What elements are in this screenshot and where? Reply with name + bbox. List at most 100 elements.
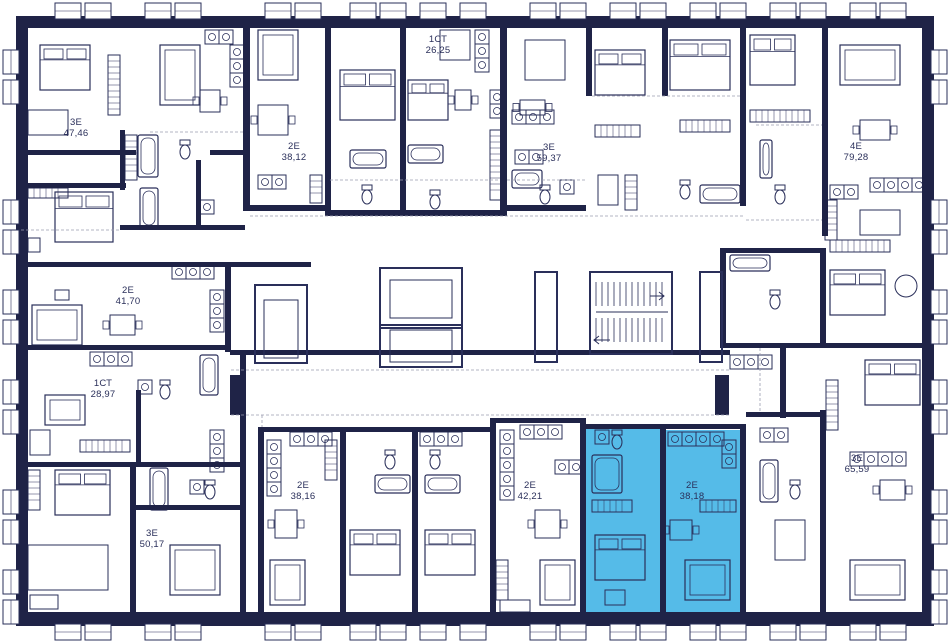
interior-wall — [822, 16, 828, 236]
wardrobe — [679, 119, 731, 133]
chair — [220, 96, 228, 106]
stove-icon — [271, 174, 287, 190]
stove-burner — [503, 447, 511, 455]
walls-layer — [16, 16, 934, 626]
apt-8-area: 50,17 — [139, 539, 165, 550]
stove-burner — [270, 485, 278, 493]
toilet-bowl — [789, 484, 801, 500]
stove-burner — [523, 428, 531, 436]
stove-burner — [141, 383, 149, 391]
tv-stand — [54, 289, 70, 301]
stove-burner — [529, 113, 537, 121]
stove-burner — [437, 435, 445, 443]
apt-12-label[interactable]: 3Е 65,59 — [845, 453, 870, 475]
apt-7-area: 28,97 — [90, 389, 116, 400]
bed-pillow — [833, 273, 856, 285]
bathtub-icon — [511, 169, 543, 189]
apt-4-label[interactable]: 3Е 59,37 — [537, 142, 562, 164]
apt-10-type: 2Е — [523, 480, 537, 491]
stove-burner — [193, 483, 201, 491]
sofa-icon — [839, 44, 901, 86]
toilet-icon — [159, 379, 171, 386]
apt-7-label[interactable]: 1СТ 28,97 — [91, 378, 116, 400]
stove-burner — [222, 33, 230, 41]
stove-icon — [897, 177, 913, 193]
bed-pillow — [753, 38, 771, 51]
chair — [905, 485, 913, 495]
armchair — [29, 594, 59, 610]
chair — [471, 95, 479, 105]
apt-10-label[interactable]: 2Е 42,21 — [518, 480, 543, 502]
interior-wall — [16, 183, 126, 188]
apt-7-type: 1СТ — [93, 378, 113, 389]
stove-burner — [233, 62, 241, 70]
bathtub-icon — [759, 459, 779, 503]
table — [199, 89, 221, 113]
shelf — [499, 599, 531, 613]
interior-wall — [580, 418, 586, 618]
bed-pillow — [428, 533, 449, 545]
armchair — [29, 429, 51, 456]
stove-burner — [515, 113, 523, 121]
chair — [852, 125, 860, 135]
stove-icon — [869, 177, 885, 193]
stove-icon — [199, 199, 215, 215]
apt-1-label[interactable]: 3Е 47,46 — [64, 117, 89, 139]
interior-wall — [400, 16, 406, 216]
interior-wall — [16, 262, 226, 267]
apt-9-label[interactable]: 2Е 38,16 — [291, 480, 316, 502]
stove-icon — [204, 29, 220, 45]
bed-pillow — [673, 43, 699, 56]
chair — [102, 320, 110, 330]
stove-icon — [303, 431, 319, 447]
stove-icon — [266, 481, 282, 497]
toilet-bowl — [384, 454, 396, 470]
interior-wall — [120, 130, 125, 190]
interior-wall — [746, 412, 822, 417]
interior-wall — [136, 505, 246, 510]
bed-pillow — [43, 48, 64, 60]
apt-5-label[interactable]: 4Е 79,28 — [844, 141, 869, 163]
stove-burner — [275, 178, 283, 186]
bed-pillow — [353, 533, 374, 545]
stove-icon — [433, 431, 449, 447]
toilet-bowl — [611, 434, 623, 450]
bed-icon — [407, 79, 449, 121]
apt-2-label[interactable]: 2Е 38,12 — [282, 141, 307, 163]
apt-3-area: 26,25 — [425, 45, 451, 56]
bed-pillow — [85, 195, 110, 208]
stove-icon — [229, 44, 245, 60]
stove-icon — [171, 264, 187, 280]
stove-icon — [829, 184, 845, 200]
sofa-icon — [849, 559, 906, 601]
stove-icon — [743, 354, 759, 370]
bed-pillow — [343, 73, 366, 86]
apt-11-label[interactable]: 2Е 38,18 — [680, 480, 705, 502]
sofa-icon — [44, 394, 86, 426]
interior-wall — [406, 210, 500, 216]
stove-burner — [213, 447, 221, 455]
desk — [604, 589, 626, 606]
interior-wall — [16, 345, 231, 350]
interior-wall — [240, 350, 246, 620]
stove-burner — [761, 358, 769, 366]
stove-icon — [266, 453, 282, 469]
sofa-icon — [684, 559, 731, 601]
interior-wall — [500, 16, 507, 216]
stove-burner — [763, 431, 771, 439]
stove-icon — [559, 179, 575, 195]
table — [519, 99, 546, 116]
bed-icon — [864, 359, 921, 406]
stove-icon — [773, 427, 789, 443]
stove-icon — [289, 431, 305, 447]
bed-pillow — [429, 83, 445, 94]
bathtub-inner — [594, 457, 620, 491]
apt-8-label[interactable]: 3Е 50,17 — [140, 528, 165, 550]
apt-2-area: 38,12 — [281, 152, 307, 163]
chair — [288, 115, 296, 125]
apt-3-label[interactable]: 1СТ 26,25 — [426, 34, 451, 56]
sofa-seat — [174, 549, 216, 591]
apt-6-label[interactable]: 2Е 41,70 — [116, 285, 141, 307]
stove-burner — [901, 181, 909, 189]
stove-icon — [185, 264, 201, 280]
